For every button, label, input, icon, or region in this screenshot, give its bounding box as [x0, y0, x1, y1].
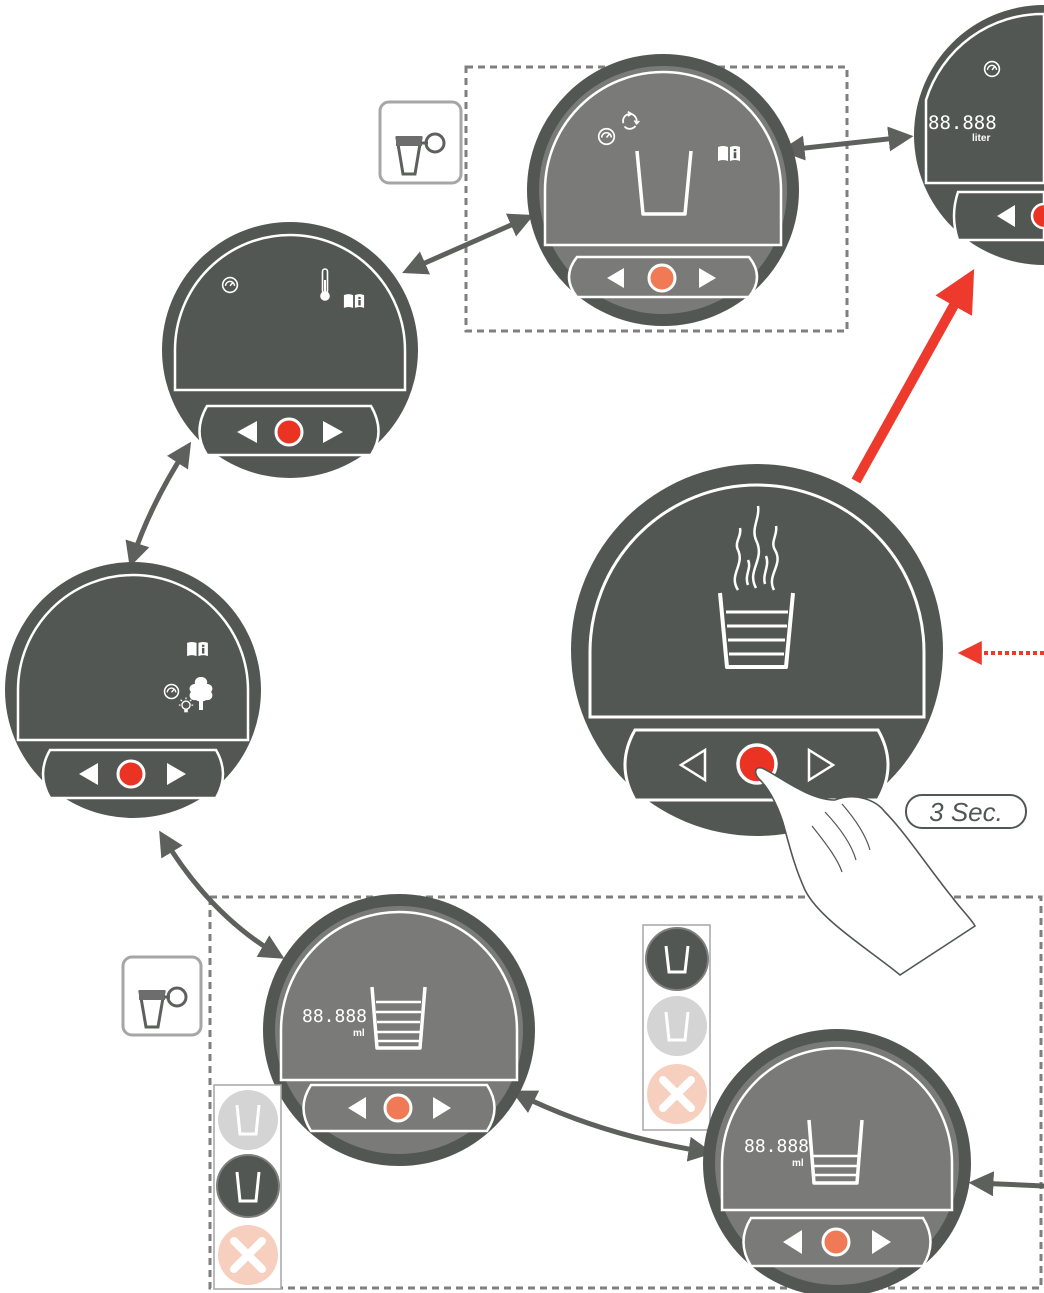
arrow-settings-to-glass: [409, 218, 527, 270]
select-button[interactable]: [823, 1229, 849, 1255]
ml-unit: ml: [792, 1158, 804, 1169]
device-liter-screen: 88.888 liter: [914, 5, 1044, 265]
device-glass-ml-screen: 88.888 ml: [269, 900, 529, 1160]
select-button[interactable]: [1032, 204, 1044, 228]
select-button[interactable]: [385, 1095, 411, 1121]
device-glass-ml-small-screen: 88.888 ml: [709, 1035, 965, 1291]
empty-glass-icon: [218, 1090, 278, 1150]
ml-readout: 88.888: [744, 1136, 809, 1157]
ml-unit: ml: [353, 1028, 365, 1039]
ml-readout: 88.888: [302, 1006, 367, 1027]
select-button[interactable]: [649, 265, 675, 291]
empty-glass-icon: [646, 928, 708, 990]
status-stack-left: [214, 1085, 281, 1289]
device-settings-screen: [162, 222, 418, 478]
liter-unit: liter: [972, 133, 990, 144]
liter-readout: 88.888: [928, 112, 997, 134]
glass-under-tap-icon: [380, 102, 461, 183]
select-button[interactable]: [276, 419, 302, 445]
arrow-into-ml-small: [976, 1183, 1044, 1186]
select-button[interactable]: [118, 761, 144, 787]
status-stack-right: [643, 925, 710, 1130]
device-eco-screen: [5, 562, 261, 818]
press-duration-label: 3 Sec.: [929, 797, 1003, 827]
glass-under-tap-icon: [123, 957, 201, 1035]
device-glass-screen: [533, 60, 793, 320]
empty-glass-icon: [647, 996, 707, 1056]
arrow-settings-to-eco: [132, 448, 187, 560]
empty-glass-icon: [217, 1155, 279, 1217]
arrow-hold-to-liter: [856, 280, 968, 481]
